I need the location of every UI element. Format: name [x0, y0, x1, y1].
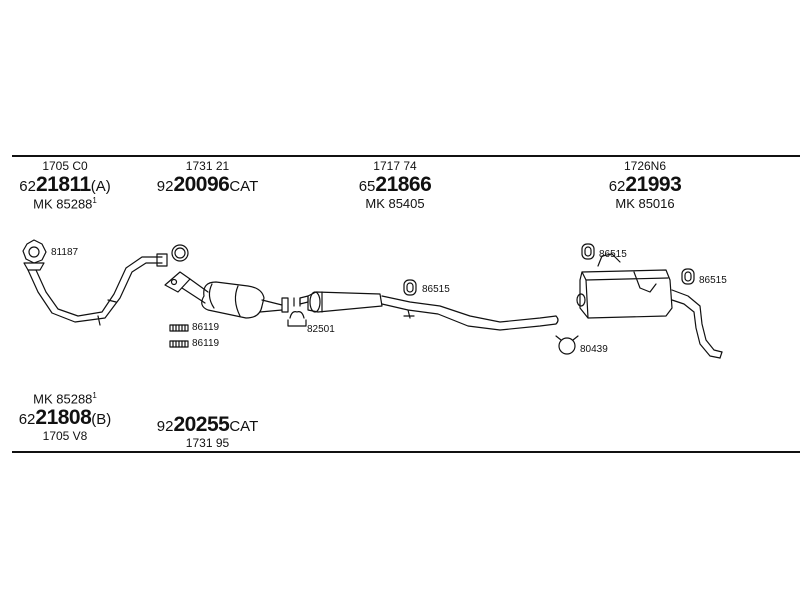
part-group-front-pipe-a: 1705 C0 6221811(A) MK 852881	[15, 160, 115, 210]
reference-code: 1705 V8	[42, 429, 88, 444]
tag-bolt-2: 86119	[192, 338, 220, 349]
hanger-mid-icon	[403, 279, 417, 296]
bottom-divider-line	[12, 451, 800, 453]
tag-gasket-front: 81187	[51, 247, 79, 258]
front-pipe-icon	[23, 253, 168, 326]
reference-code: 1731 21	[185, 159, 230, 173]
part-number: 6521866	[358, 173, 432, 196]
part-group-catalyst-alt: 9220255CAT 1731 95	[150, 412, 265, 449]
hanger-rear-1-icon	[581, 243, 595, 260]
part-number: 6221808(B)	[18, 406, 112, 430]
reference-code: 1717 74	[373, 159, 417, 173]
part-group-rear-silencer: 1726N6 6221993 MK 85016	[595, 160, 695, 210]
tag-clamp: 82501	[307, 324, 335, 335]
tag-clamp-rear: 80439	[580, 344, 608, 355]
mounting-kit-code: MK 85405	[365, 196, 425, 211]
hanger-rear-2-icon	[681, 268, 695, 285]
part-group-middle-silencer: 1717 74 6521866 MK 85405	[345, 160, 445, 210]
part-number: 9220096CAT	[156, 173, 259, 196]
tag-hanger-rear-1: 86515	[599, 249, 627, 260]
reference-code: 1726N6	[623, 159, 667, 173]
reference-code: 1731 95	[185, 436, 230, 450]
clamp-rear-icon	[555, 335, 579, 355]
tag-hanger-rear-2: 86515	[699, 275, 727, 286]
tag-hanger-mid: 86515	[422, 284, 450, 295]
catalytic-converter-icon	[164, 271, 289, 319]
clamp-icon	[287, 297, 307, 327]
top-divider-line	[12, 155, 800, 157]
mounting-kit-code: MK 85016	[615, 196, 675, 211]
middle-silencer-icon	[299, 291, 559, 331]
mounting-kit-code: MK 852881	[33, 391, 97, 407]
part-group-front-pipe-b: MK 852881 6221808(B) 1705 V8	[15, 391, 115, 444]
part-number: 9220255CAT	[156, 413, 259, 436]
bolt-2-icon	[169, 340, 189, 348]
part-number: 6221993	[608, 173, 682, 196]
rear-silencer-icon	[576, 253, 723, 359]
tag-bolt-1: 86119	[192, 322, 220, 333]
bolt-1-icon	[169, 324, 189, 332]
gasket-front-icon	[22, 239, 47, 264]
part-group-catalyst: 1731 21 9220096CAT	[150, 160, 265, 197]
mounting-kit-code: MK 852881	[33, 196, 97, 212]
part-number: 6221811(A)	[19, 173, 111, 196]
reference-code: 1705 C0	[42, 159, 88, 173]
gasket-catalyst-icon	[171, 244, 189, 262]
